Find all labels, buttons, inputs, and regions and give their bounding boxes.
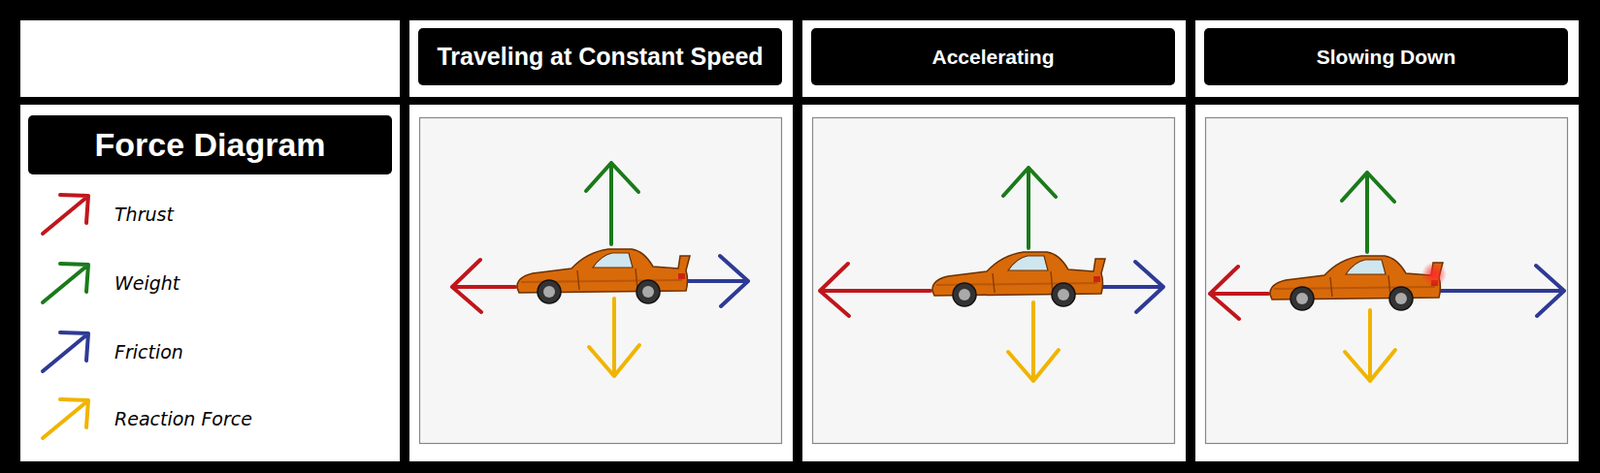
legend-label: Thrust bbox=[114, 203, 174, 226]
column-header-box: Slowing Down bbox=[1204, 28, 1568, 86]
blank-cell bbox=[20, 20, 400, 98]
legend-label: Friction bbox=[114, 341, 184, 363]
column-header-box: Traveling at Constant Speed bbox=[418, 28, 783, 86]
header-text: Force Diagram bbox=[94, 126, 326, 164]
header-text: Traveling at Constant Speed bbox=[436, 42, 763, 71]
legend-label: Weight bbox=[114, 272, 180, 294]
header-text: Accelerating bbox=[931, 45, 1054, 69]
header-text: Slowing Down bbox=[1316, 45, 1456, 69]
column-header-box: Accelerating bbox=[811, 28, 1176, 86]
legend-heading-box: Force Diagram bbox=[28, 115, 392, 175]
legend-label: Reaction Force bbox=[114, 408, 253, 430]
